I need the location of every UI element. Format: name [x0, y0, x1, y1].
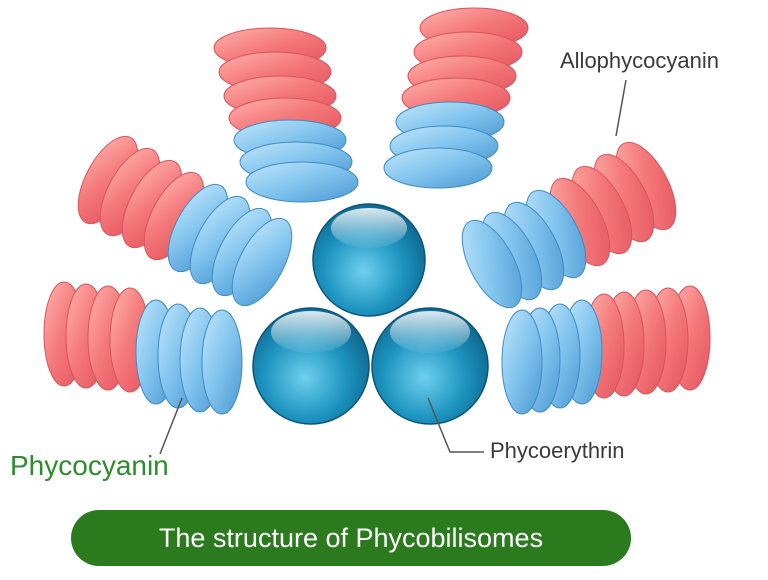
rod-top-left	[213, 27, 359, 203]
leader-line-phycoerythrin	[427, 397, 484, 453]
phycoerythrin-label: Phycoerythrin	[490, 438, 625, 463]
rod-top-right	[383, 7, 529, 189]
phycocyanin-discs	[501, 299, 603, 415]
rod-bottom-left	[43, 281, 243, 415]
allophycocyanin-label: Allophycocyanin	[560, 48, 719, 73]
core-sphere-bottom-left	[252, 307, 370, 425]
phycoerythrin-discs	[583, 285, 711, 399]
title-banner-text: The structure of Phycobilisomes	[158, 522, 544, 553]
phycoerythrin-discs	[549, 141, 677, 267]
rod-bottom-right	[501, 285, 711, 415]
phycoerythrin-discs	[77, 135, 205, 261]
phycocyanin-label: Phycocyanin	[10, 450, 169, 481]
phycocyanin-discs	[167, 183, 293, 307]
phycoerythrin-discs	[401, 7, 529, 119]
core-sphere-bottom-right	[371, 307, 489, 425]
core-sphere-top	[312, 203, 426, 317]
rod-middle-left	[77, 135, 293, 307]
phycocyanin-discs	[461, 189, 587, 309]
phycocyanin-discs	[383, 101, 505, 189]
phycoerythrin-discs	[43, 281, 151, 393]
phycocyanin-discs	[135, 299, 243, 415]
leader-line-allophycocyanin	[615, 79, 627, 137]
rod-middle-right	[461, 141, 677, 309]
phycocyanin-discs	[233, 119, 359, 203]
title-banner: The structure of Phycobilisomes	[71, 510, 631, 566]
leader-line-phycocyanin	[159, 397, 183, 455]
